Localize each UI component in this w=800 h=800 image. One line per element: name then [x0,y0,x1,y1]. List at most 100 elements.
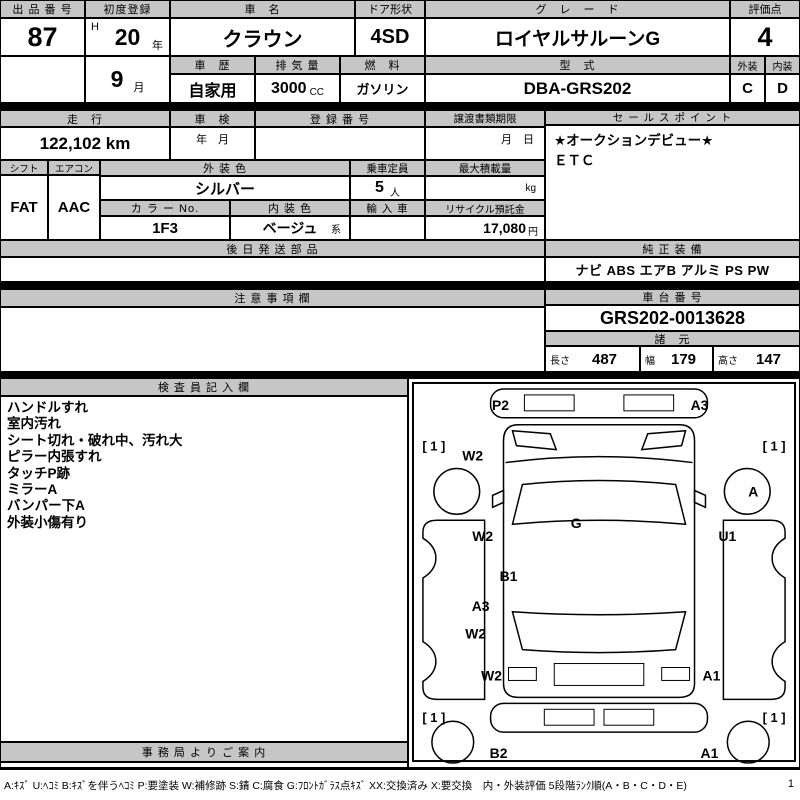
displacement-header: 排 気 量 [255,56,340,74]
first-registration-year: H 20 年 [85,18,170,56]
mirror-right-shape [693,489,707,509]
office-notice-spacer [0,762,408,768]
front-bumper-detail [523,394,575,412]
equipment-header: 純 正 装 備 [545,240,800,257]
car-body-shape [502,424,696,699]
windshield-shape [511,479,687,526]
capacity-unit: 人 [389,188,400,199]
diagram-label-tire-fl: [ 1 ] [422,439,445,454]
spec-height: 高さ 147 [713,346,800,372]
inspector-note-line: 室内汚れ [7,416,61,432]
interior-color-value: ベージュ 系 [230,216,350,240]
office-notice-header: 事 務 局 よ り ご 案 内 [0,742,408,762]
capacity-number: 5 [375,179,384,196]
mileage-header: 走 行 [0,110,170,127]
import-car-header: 輸 入 車 [350,200,425,216]
diagram-label-pillar-left: B1 [500,568,518,584]
shift-header: シフト [0,160,48,175]
width-value: 179 [670,350,697,368]
spec-width: 幅 179 [640,346,713,372]
caution-notes-area [0,307,545,372]
headlight-left-shape [511,429,558,451]
tire-rear-right [726,720,770,764]
score-header: 評価点 [730,0,800,18]
diagram-label-rear-bumper-left: B2 [490,745,508,761]
inspector-note-line: シート切れ・破れ中、汚れ大 [7,432,183,448]
transfer-deadline-value: 月 日 [425,127,545,160]
tail-light-left [507,667,537,681]
inspector-notes-header: 検 査 員 記 入 欄 [0,378,408,396]
inspector-note-line: ピラー内張すれ [7,449,102,465]
lot-sub-blank [0,56,85,103]
inspector-note-line: ミラーA [7,482,58,498]
transfer-deadline-header: 譲渡書類期限 [425,110,545,127]
score-value: 4 [730,18,800,56]
inspector-note-line: タッチP跡 [7,465,71,481]
sales-point-line: ＥＴＣ [554,153,595,168]
rear-bumper-detail [543,708,595,726]
tire-front-right [723,467,771,516]
lot-number-value: 87 [0,18,85,56]
recycle-deposit-number: 17,080 [483,220,526,236]
fuel-header: 燃 料 [340,56,425,74]
first-registration-month: 9 月 [85,56,170,103]
era-letter: H [91,21,99,33]
displacement-unit: CC [309,87,325,98]
displacement-number: 3000 [270,79,307,97]
inspector-note-line: ハンドルすれ [7,400,88,415]
max-load-header: 最大積載量 [425,160,545,176]
month-unit-label: 月 [133,81,145,94]
capacity-header: 乗車定員 [350,160,425,176]
exterior-grade-value: C [730,74,765,103]
rear-bumper-shape [489,702,709,733]
exterior-grade-header: 外装 [730,56,765,74]
right-side-panel-shape [722,519,786,701]
diagram-label-front-bumper: P2 [492,397,509,413]
recycle-deposit-header: リサイクル預託金 [425,200,545,216]
diagram-label-door-rf: U1 [718,528,736,544]
section-divider [0,372,800,378]
color-number-value: 1F3 [100,216,230,240]
door-shape-header: ドア形状 [355,0,425,18]
trunk-detail [553,663,645,686]
spec-length: 長さ 487 [545,346,640,372]
diagram-label-fender-fl: W2 [462,448,483,464]
length-value: 487 [591,350,618,368]
shaken-value: 年 月 [170,127,255,160]
registration-number-header: 登 録 番 号 [255,110,425,127]
aircon-value: AAC [48,175,100,240]
registration-number-value [255,127,425,160]
car-name-value: クラウン [170,18,355,56]
tail-light-right [661,667,691,681]
car-damage-diagram: P2 A3 [ 1 ] W2 [ 1 ] A W2 G U1 B1 A3 W2 … [411,381,797,764]
section-divider [0,282,800,289]
diagram-label-door-lr-1: A3 [472,598,490,614]
diagram-label-door-lf: W2 [472,528,493,544]
later-parts-header: 後 日 発 送 部 品 [0,240,545,257]
caution-notes-header: 注 意 事 項 欄 [0,289,545,307]
front-bumper-shape [489,388,709,419]
first-registration-header: 初度登録 [85,0,170,18]
color-number-header: カ ラ ー No. [100,200,230,216]
inspector-notes: ハンドルすれ 室内汚れ シート切れ・破れ中、汚れ大 ピラー内張すれ タッチP跡 … [0,396,408,742]
interior-grade-value: D [765,74,800,103]
diagram-label-fender-rl: W2 [481,667,502,683]
first-reg-month-value: 9 [110,66,124,92]
year-unit-label: 年 [152,40,163,52]
left-side-panel-shape [422,519,486,701]
exterior-color-header: 外 装 色 [100,160,350,176]
model-code-header: 型 式 [425,56,730,74]
page-number: 1 [787,778,794,790]
inspector-note-line: バンパー下A [7,498,85,514]
diagram-label-tire-rr: [ 1 ] [763,710,786,725]
shaken-header: 車 検 [170,110,255,127]
hood-line [505,455,693,464]
legend-text: A:ｷｽﾞ U:ﾍｺﾐ B:ｷｽﾞを伴うﾍｺﾐ P:要塗装 W:補修跡 S:錆 … [4,780,687,792]
chassis-number-value: GRS202-0013628 [545,305,800,331]
car-history-header: 車 歴 [170,56,255,74]
mirror-left-shape [491,489,505,509]
car-history-value: 自家用 [170,74,255,103]
diagram-label-windshield: G [571,515,582,531]
shift-value: FAT [0,175,48,240]
